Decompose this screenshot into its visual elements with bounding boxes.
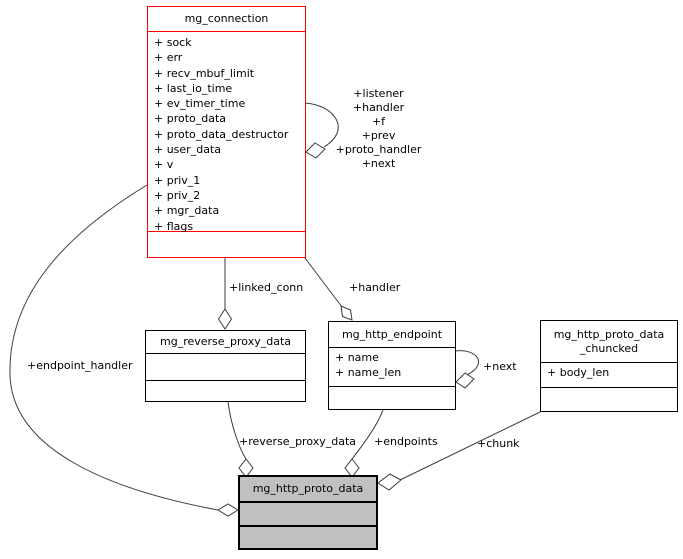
edge-endpoint-self-loop [454, 350, 480, 376]
edge-label-chunk: +chunk [477, 437, 520, 450]
edge-label-next-self: +next [361, 156, 396, 170]
aggregation-diamond-chunk [377, 473, 402, 491]
attribute-row: + sock [154, 36, 192, 49]
edge-connection-self-loop [304, 102, 339, 148]
class-title: mg_http_endpoint [329, 322, 455, 348]
edge-endpoint-handler [9, 184, 219, 511]
aggregation-diamond-connection-self [305, 142, 326, 159]
class-mg-reverse-proxy-data[interactable]: mg_reverse_proxy_data [145, 330, 306, 402]
attribute-row: + proto_data_destructor [154, 127, 289, 141]
class-title-line2: _chuncked [579, 341, 639, 355]
class-mg-http-proto-data-chuncked[interactable]: mg_http_proto_data _chuncked + body_len [540, 320, 678, 412]
aggregation-diamond-linked-conn [217, 308, 233, 330]
attribute-row: + v [154, 158, 174, 172]
edge-label-f: +f [371, 114, 386, 128]
class-attributes: + sock + err + recv_mbuf_limit + last_io… [148, 32, 305, 233]
edge-label-handler-self: +handler [352, 100, 405, 114]
attribute-row: + body_len [547, 366, 610, 379]
edge-label-prev: +prev [361, 128, 396, 142]
class-title: mg_connection [148, 7, 305, 32]
aggregation-diamond-handler [340, 305, 353, 321]
aggregation-diamond-endpoint-handler [217, 503, 239, 517]
class-attributes-empty [240, 503, 376, 527]
edge-label-listener: +listener [353, 87, 404, 100]
attribute-row: + flags [154, 219, 194, 233]
edge-handler [304, 257, 343, 308]
class-title: mg_reverse_proxy_data [146, 331, 305, 354]
attribute-row: + proto_data [154, 112, 227, 126]
attribute-row: + name [335, 351, 379, 364]
edge-label-endpoints: +endpoints [374, 435, 438, 448]
edge-label-connection-self-loop: +listener +handler +f +prev +proto_handl… [330, 87, 427, 170]
edge-label-reverse-proxy-data: +reverse_proxy_data [239, 435, 357, 448]
edge-label-linked-conn: +linked_conn [229, 281, 304, 294]
attribute-row: + err [154, 51, 183, 65]
attribute-row: + last_io_time [154, 81, 233, 95]
class-title: mg_http_proto_data _chuncked [541, 321, 677, 363]
class-attributes-empty [146, 354, 305, 381]
attribute-row: + recv_mbuf_limit [154, 66, 255, 80]
edge-endpoints [351, 409, 384, 460]
edge-label-endpoint-handler: +endpoint_handler [27, 359, 133, 372]
attribute-row: + priv_2 [154, 188, 201, 202]
attribute-row: + priv_1 [154, 173, 201, 187]
class-mg-connection[interactable]: mg_connection + sock + err + recv_mbuf_l… [147, 6, 306, 258]
edge-label-next: +next [483, 360, 517, 373]
class-title-line1: mg_http_proto_data [553, 327, 665, 341]
aggregation-diamond-endpoint-self [455, 372, 475, 389]
class-attributes: + body_len [541, 363, 677, 388]
class-attributes: + name + name_len [329, 348, 455, 387]
class-mg-http-proto-data[interactable]: mg_http_proto_data [238, 475, 378, 550]
edge-chunk [399, 411, 541, 481]
class-mg-http-endpoint[interactable]: mg_http_endpoint + name + name_len [328, 321, 456, 410]
attribute-row: + name_len [335, 366, 402, 380]
edge-label-proto-handler: +proto_handler [335, 142, 422, 156]
attribute-row: + user_data [154, 143, 221, 157]
edge-label-handler: +handler [349, 281, 401, 294]
class-title: mg_http_proto_data [240, 477, 376, 503]
attribute-row: + ev_timer_time [154, 97, 246, 111]
edge-reverse-proxy-data [227, 401, 247, 460]
attribute-row: + mgr_data [154, 204, 220, 218]
